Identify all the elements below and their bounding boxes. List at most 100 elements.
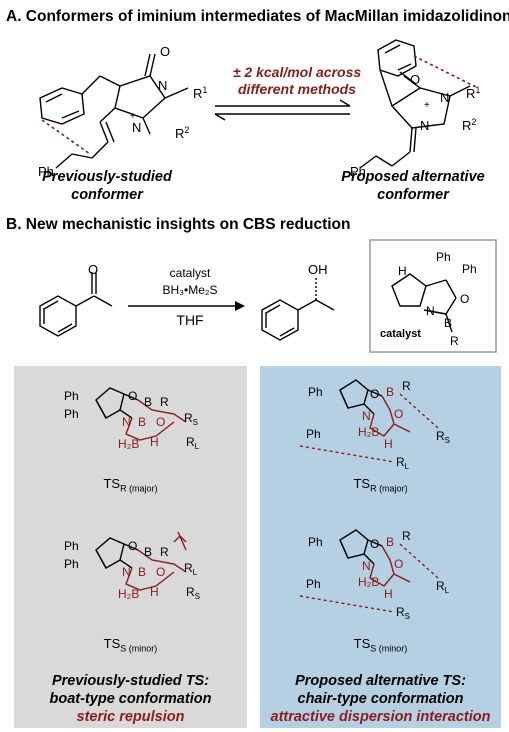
chair-tss-rs: RS (396, 605, 410, 621)
boat-tsr-rs: RS (184, 411, 198, 427)
boat-tsr-rl: RL (186, 435, 200, 451)
boat-caption-line2: boat-type conformation (49, 691, 212, 707)
ketone-o-label: O (88, 262, 99, 277)
right-o-label: O (410, 72, 420, 87)
alternative-conformer-line1: Proposed alternative (341, 169, 485, 185)
boat-ts-caption: Previously-studied TS: boat-type conform… (14, 672, 247, 726)
chair-tss-o: O (370, 537, 379, 551)
alternative-conformer-caption: Proposed alternative conformer (318, 168, 508, 204)
boat-tsr-b1: B (144, 395, 152, 409)
energy-line-1: ± 2 kcal/mol across (232, 64, 362, 80)
boat-tsr-o2: O (156, 415, 165, 429)
chair-tsr-o2: O (394, 407, 403, 421)
previous-conformer-caption: Previously-studied conformer (22, 168, 192, 204)
chair-tss-ph1: Ph (308, 535, 323, 549)
left-n1-label: N (158, 78, 167, 93)
iminium-conformers-diagram: O N N + R1 R2 Ph O N N + R1 R2 Ph (38, 39, 480, 179)
chair-tsr-h: H (384, 437, 393, 451)
boat-tsr-ph2: Ph (64, 407, 79, 421)
reagent-catalyst: catalyst (169, 266, 211, 280)
right-n1-label: N (440, 90, 449, 105)
section-b-heading: B. New mechanistic insights on CBS reduc… (6, 216, 351, 233)
chair-tsr-rs: RS (436, 429, 450, 445)
catalyst-label: catalyst (380, 328, 421, 340)
boat-tss-rl: RL (184, 561, 198, 577)
chair-caption-line3: attractive dispersion interaction (270, 709, 491, 725)
chair-tss-label: TSS (minor) (353, 636, 408, 654)
boat-caption-line3: steric repulsion (76, 709, 185, 725)
right-plus-label: + (424, 100, 430, 111)
boat-caption-line1: Previously-studied TS: (51, 673, 210, 689)
left-r2-label: R2 (175, 125, 189, 141)
reagent-borane: BH₃•Me₂S (162, 283, 218, 297)
boat-tss-h2b: H₂B (118, 587, 139, 601)
chair-tss-o2: O (394, 557, 403, 571)
chair-tsr-b1: B (386, 385, 394, 399)
boat-ts-structures: Ph Ph O B R N B O RS RL H₂B H Ph Ph O B … (64, 387, 200, 601)
boat-tss-r: R (160, 545, 169, 559)
boat-tsr-label: TSR (major) (103, 476, 158, 494)
catalyst-ph1-label: Ph (436, 250, 451, 264)
chair-tss-n: N (362, 559, 371, 573)
boat-tsr-b2: B (138, 415, 146, 429)
chair-caption-line2: chair-type conformation (297, 691, 464, 707)
catalyst-h-label: H (398, 264, 407, 278)
catalyst-ph2-label: Ph (462, 262, 477, 276)
catalyst-r-label: R (450, 334, 459, 348)
chair-tsr-label: TSR (major) (353, 476, 408, 494)
boat-tsr-h: H (150, 435, 159, 449)
chair-tss-h: H (384, 587, 393, 601)
product-oh-label: OH (308, 262, 328, 277)
section-a-heading: A. Conformers of iminium intermediates o… (6, 8, 509, 25)
chair-caption-line1: Proposed alternative TS: (295, 673, 466, 689)
left-n2-label: N (132, 120, 141, 135)
right-r1-label: R1 (466, 85, 480, 101)
boat-tsr-n: N (122, 415, 131, 429)
chair-tsr-ph1: Ph (308, 385, 323, 399)
boat-tsr-o: O (128, 389, 137, 403)
boat-tsr-h2b: H₂B (118, 437, 139, 451)
chair-ts-panel (260, 366, 501, 728)
boat-tsr-r: R (160, 395, 169, 409)
left-r1-label: R1 (193, 85, 207, 101)
energy-line-2: different methods (238, 81, 356, 97)
boat-tss-n: N (122, 565, 131, 579)
chair-tss-b1: B (386, 535, 394, 549)
chair-tsr-o: O (370, 387, 379, 401)
energy-annotation: ± 2 kcal/mol across different methods (222, 64, 372, 98)
previous-conformer-line1: Previously-studied (42, 169, 172, 185)
catalyst-o-label: O (460, 292, 470, 306)
boat-tss-ph1: Ph (64, 539, 79, 553)
chair-tsr-n: N (362, 409, 371, 423)
boat-tss-label: TSS (minor) (103, 636, 158, 654)
boat-tss-h: H (150, 585, 159, 599)
cbs-reaction-scheme (39, 239, 497, 353)
chair-tss-h2b: H₂B (358, 575, 379, 589)
chair-tss-rl: RL (436, 579, 450, 595)
alternative-conformer-line2: conformer (377, 187, 449, 203)
chair-ts-caption: Proposed alternative TS: chair-type conf… (260, 672, 501, 726)
chair-tsr-ph2: Ph (306, 427, 321, 441)
boat-tss-o2: O (156, 565, 165, 579)
chair-tsr-r: R (402, 379, 411, 393)
left-plus-label: + (130, 111, 136, 122)
boat-tss-b2: B (138, 565, 146, 579)
boat-tsr-ph1: Ph (64, 389, 79, 403)
previous-conformer-line2: conformer (71, 187, 143, 203)
boat-tss-ph2: Ph (64, 557, 79, 571)
boat-tss-b1: B (144, 545, 152, 559)
right-ph-label: Ph (350, 164, 366, 179)
left-o-label: O (160, 44, 170, 59)
reagent-solvent: THF (176, 312, 204, 328)
catalyst-b-label: B (444, 316, 453, 330)
right-r2-label: R2 (462, 117, 476, 133)
chair-tss-r: R (402, 529, 411, 543)
chair-tsr-h2b: H₂B (358, 425, 379, 439)
left-ph-label: Ph (38, 164, 54, 179)
chair-ts-structures: Ph Ph O B R N O H₂B H RS RL Ph Ph O B R … (299, 379, 450, 621)
catalyst-n-label: N (426, 304, 435, 318)
boat-tss-o: O (128, 539, 137, 553)
boat-tss-rs: RS (186, 585, 200, 601)
chair-tsr-rl: RL (396, 455, 410, 471)
chair-tss-ph2: Ph (306, 577, 321, 591)
